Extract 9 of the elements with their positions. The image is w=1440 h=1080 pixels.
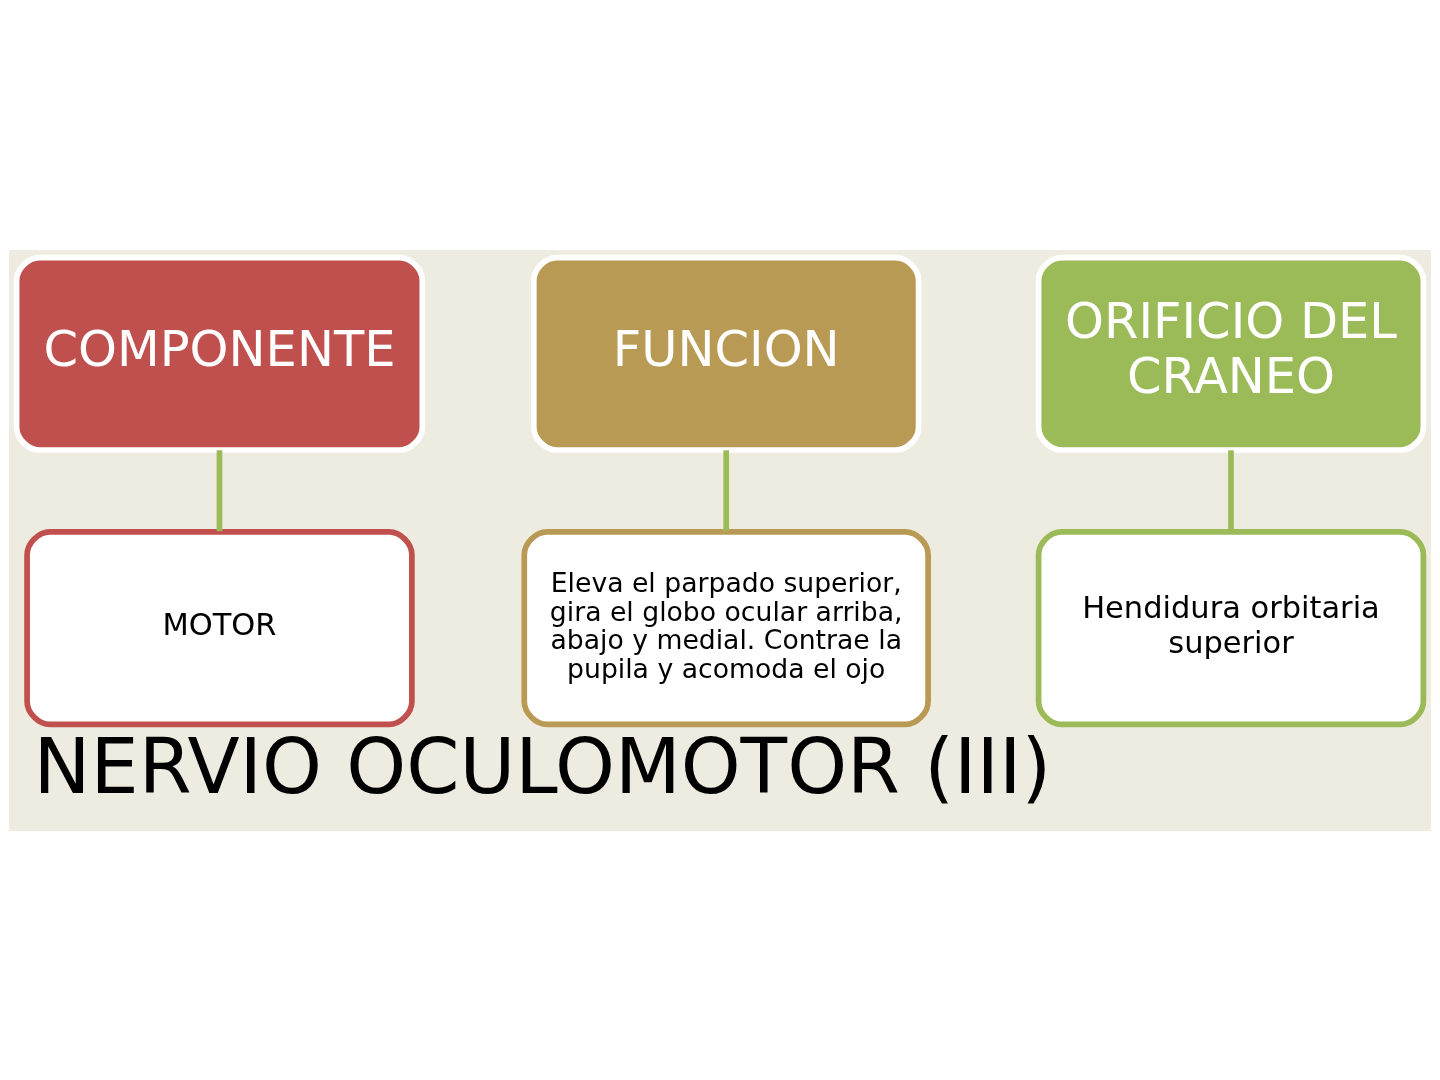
node-box: Hendidura orbitaria superior (1035, 528, 1427, 727)
connector (216, 449, 223, 531)
node-box: Eleva el parpado superior, gira el globo ocular arriba, abajo y medial. Contrae la pupila y acomoda el ojo (521, 528, 931, 727)
node-box: MOTOR (24, 528, 415, 727)
node-box: COMPONENTE (13, 254, 426, 453)
node-box: FUNCION (530, 254, 922, 453)
node-box: ORIFICIO DEL CRANEO (1035, 254, 1427, 453)
connector (723, 449, 730, 531)
connector (1228, 449, 1234, 531)
